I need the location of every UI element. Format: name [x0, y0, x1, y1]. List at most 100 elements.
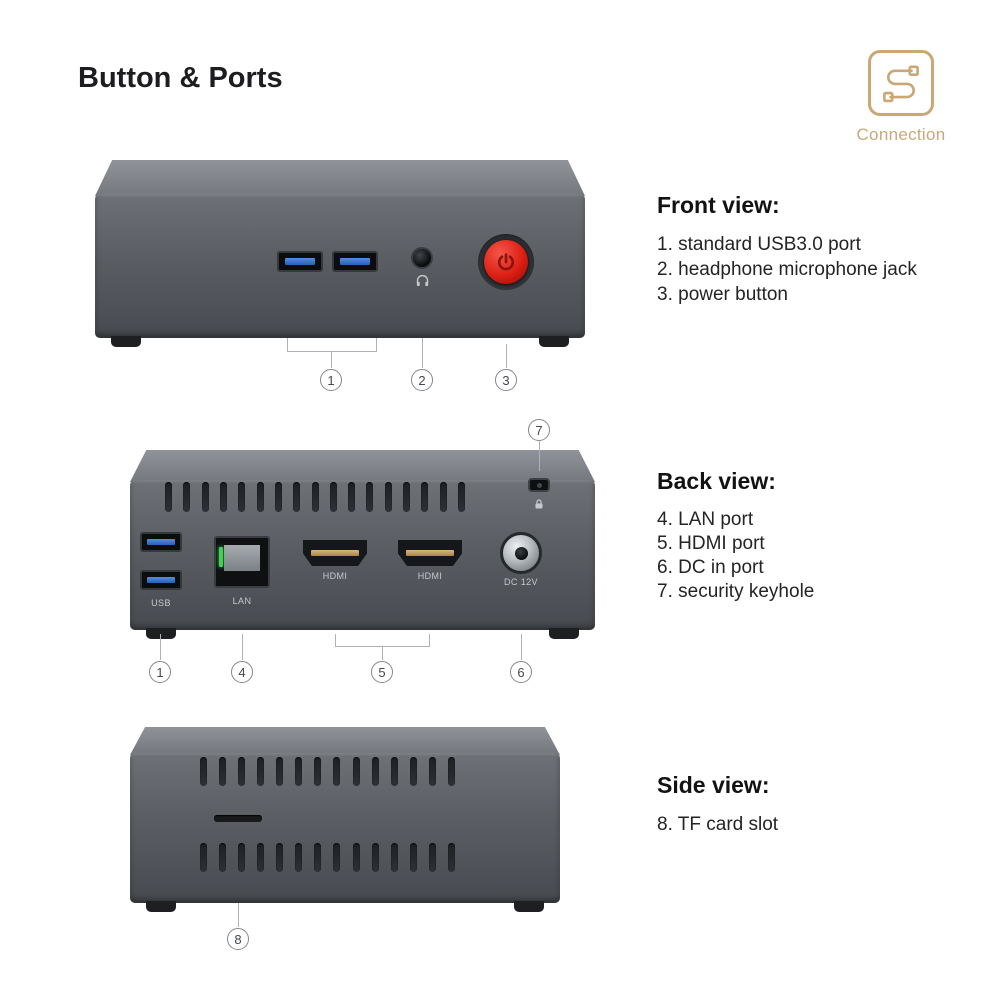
front-view-heading: Front view: [657, 192, 780, 218]
list-item: 8. TF card slot [657, 814, 779, 835]
security-keyhole [528, 478, 550, 492]
vent-grille [200, 843, 455, 872]
vent-slot [293, 482, 301, 512]
headphone-icon [415, 273, 430, 288]
vent-slot [403, 482, 411, 512]
side-view-heading: Side view: [657, 772, 770, 798]
side-view-device [130, 727, 560, 912]
lan-port-inner [224, 545, 260, 571]
back-view-info: Back view: 4. LAN port 5. HDMI port 6. D… [657, 468, 992, 604]
power-button-cap [484, 240, 528, 284]
list-item: 5. HDMI port [657, 533, 765, 554]
vent-slot [238, 757, 246, 786]
callout-line [521, 634, 522, 660]
list-item: 4. LAN port [657, 509, 754, 530]
vent-slot [276, 843, 284, 872]
callout-line [422, 338, 423, 368]
device-top-face [130, 450, 595, 482]
usb-blue-tab [284, 258, 316, 265]
vent-slot [219, 757, 227, 786]
list-item: 2. headphone microphone jack [657, 259, 917, 280]
headphone-jack [411, 247, 433, 269]
usb3-port [277, 251, 323, 272]
usb3-port [140, 532, 182, 552]
vent-slot [333, 757, 341, 786]
vent-slot [447, 757, 455, 786]
vent-slot [329, 482, 337, 512]
vent-slot [295, 843, 303, 872]
usb-port-label: USB [151, 598, 171, 608]
lock-icon [533, 498, 545, 510]
callout-number-1: 1 [320, 369, 342, 391]
hdmi-port [303, 540, 367, 566]
device-foot [146, 628, 176, 639]
device-foot [549, 628, 579, 639]
side-view-info: Side view: 8. TF card slot [657, 772, 992, 837]
callout-number-5: 5 [371, 661, 393, 683]
front-view-list: 1. standard USB3.0 port 2. headphone mic… [657, 232, 992, 307]
dc-pin-hole [514, 546, 528, 560]
usb-blue-tab [339, 258, 371, 265]
vent-slot [352, 757, 360, 786]
connection-badge: Connection [831, 50, 971, 145]
vent-slot [390, 843, 398, 872]
vent-slot [428, 757, 436, 786]
device-foot [514, 901, 544, 912]
device-foot [146, 901, 176, 912]
lan-port [214, 536, 270, 588]
front-view-info: Front view: 1. standard USB3.0 port 2. h… [657, 192, 992, 307]
vent-slot [200, 843, 207, 872]
vent-slot [257, 757, 265, 786]
callout-line [382, 647, 383, 660]
vent-slot [428, 843, 436, 872]
usb-blue-tab [147, 576, 175, 584]
hdmi-port-label: HDMI [322, 571, 348, 581]
side-view-list: 8. TF card slot [657, 812, 992, 837]
callout-number-1b: 1 [149, 661, 171, 683]
vent-slot [200, 757, 207, 786]
usb3-port [332, 251, 378, 272]
callout-line [506, 344, 507, 368]
usb-cable-icon [883, 65, 919, 103]
callout-line [331, 352, 332, 368]
vent-slot [219, 482, 227, 512]
list-item: 3. power button [657, 284, 788, 305]
lan-port-label: LAN [232, 596, 252, 606]
vent-slot [352, 843, 360, 872]
hdmi-connector [310, 550, 360, 556]
vent-slot [183, 482, 191, 512]
tf-card-slot [214, 815, 262, 822]
callout-line [238, 903, 239, 927]
device-top-face [95, 160, 585, 196]
vent-grille [200, 757, 455, 786]
vent-slot [314, 757, 322, 786]
dc-in-port [500, 532, 542, 574]
vent-slot [409, 843, 417, 872]
vent-slot [311, 482, 319, 512]
vent-slot [421, 482, 429, 512]
callout-line [242, 634, 243, 660]
hdmi-port [398, 540, 462, 566]
vent-slot [390, 757, 398, 786]
vent-slot [409, 757, 417, 786]
callout-line [539, 441, 540, 471]
dc-port-label: DC 12V [504, 577, 538, 587]
list-item: 6. DC in port [657, 557, 764, 578]
device-top-face [130, 727, 560, 755]
vent-grille [165, 482, 465, 512]
usb-blue-tab [147, 538, 175, 546]
vent-slot [384, 482, 392, 512]
callout-number-4: 4 [231, 661, 253, 683]
device-foot [111, 336, 141, 347]
vent-slot [371, 843, 379, 872]
vent-slot [274, 482, 282, 512]
vent-slot [257, 843, 265, 872]
lan-led [219, 547, 223, 567]
vent-slot [219, 843, 227, 872]
vent-slot [458, 482, 465, 512]
hdmi-connector [405, 550, 455, 556]
back-view-device: USB LAN HDMI HDMI DC 12V [130, 450, 595, 639]
callout-bracket [335, 634, 430, 647]
vent-slot [201, 482, 209, 512]
